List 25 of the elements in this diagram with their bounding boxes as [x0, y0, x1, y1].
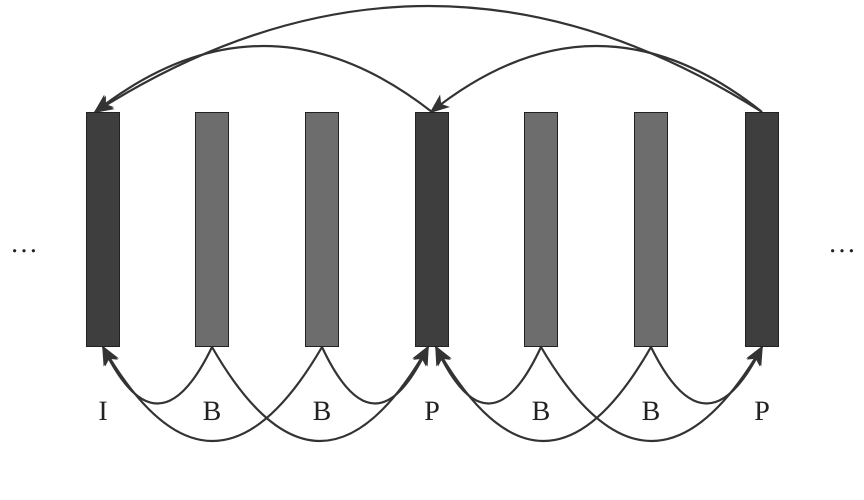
frame-bar	[634, 112, 668, 347]
frame-type-label: B	[530, 398, 552, 426]
frame-bar	[86, 112, 120, 347]
arrow	[102, 345, 213, 404]
arrow	[93, 5, 763, 113]
frame-type-label: P	[753, 398, 771, 426]
frame-bar	[195, 112, 229, 347]
frame-type-label: I	[97, 398, 109, 426]
frame-bar	[524, 112, 558, 347]
arrow	[321, 345, 429, 404]
frame-type-label: B	[312, 398, 332, 426]
frame-type-label: P	[423, 398, 441, 426]
frame-bar	[745, 112, 779, 347]
arrow	[650, 345, 763, 404]
frame-type-label: B	[640, 398, 662, 426]
frame-bar	[305, 112, 339, 347]
arrow	[434, 345, 652, 442]
frame-bar	[415, 112, 449, 347]
arrow	[435, 345, 542, 404]
arrow	[429, 45, 763, 114]
arrow	[102, 345, 323, 442]
ellipsis-label: …	[9, 230, 39, 258]
frame-type-label: B	[202, 398, 222, 426]
ellipsis-label: …	[827, 230, 857, 258]
arrow	[93, 45, 433, 114]
